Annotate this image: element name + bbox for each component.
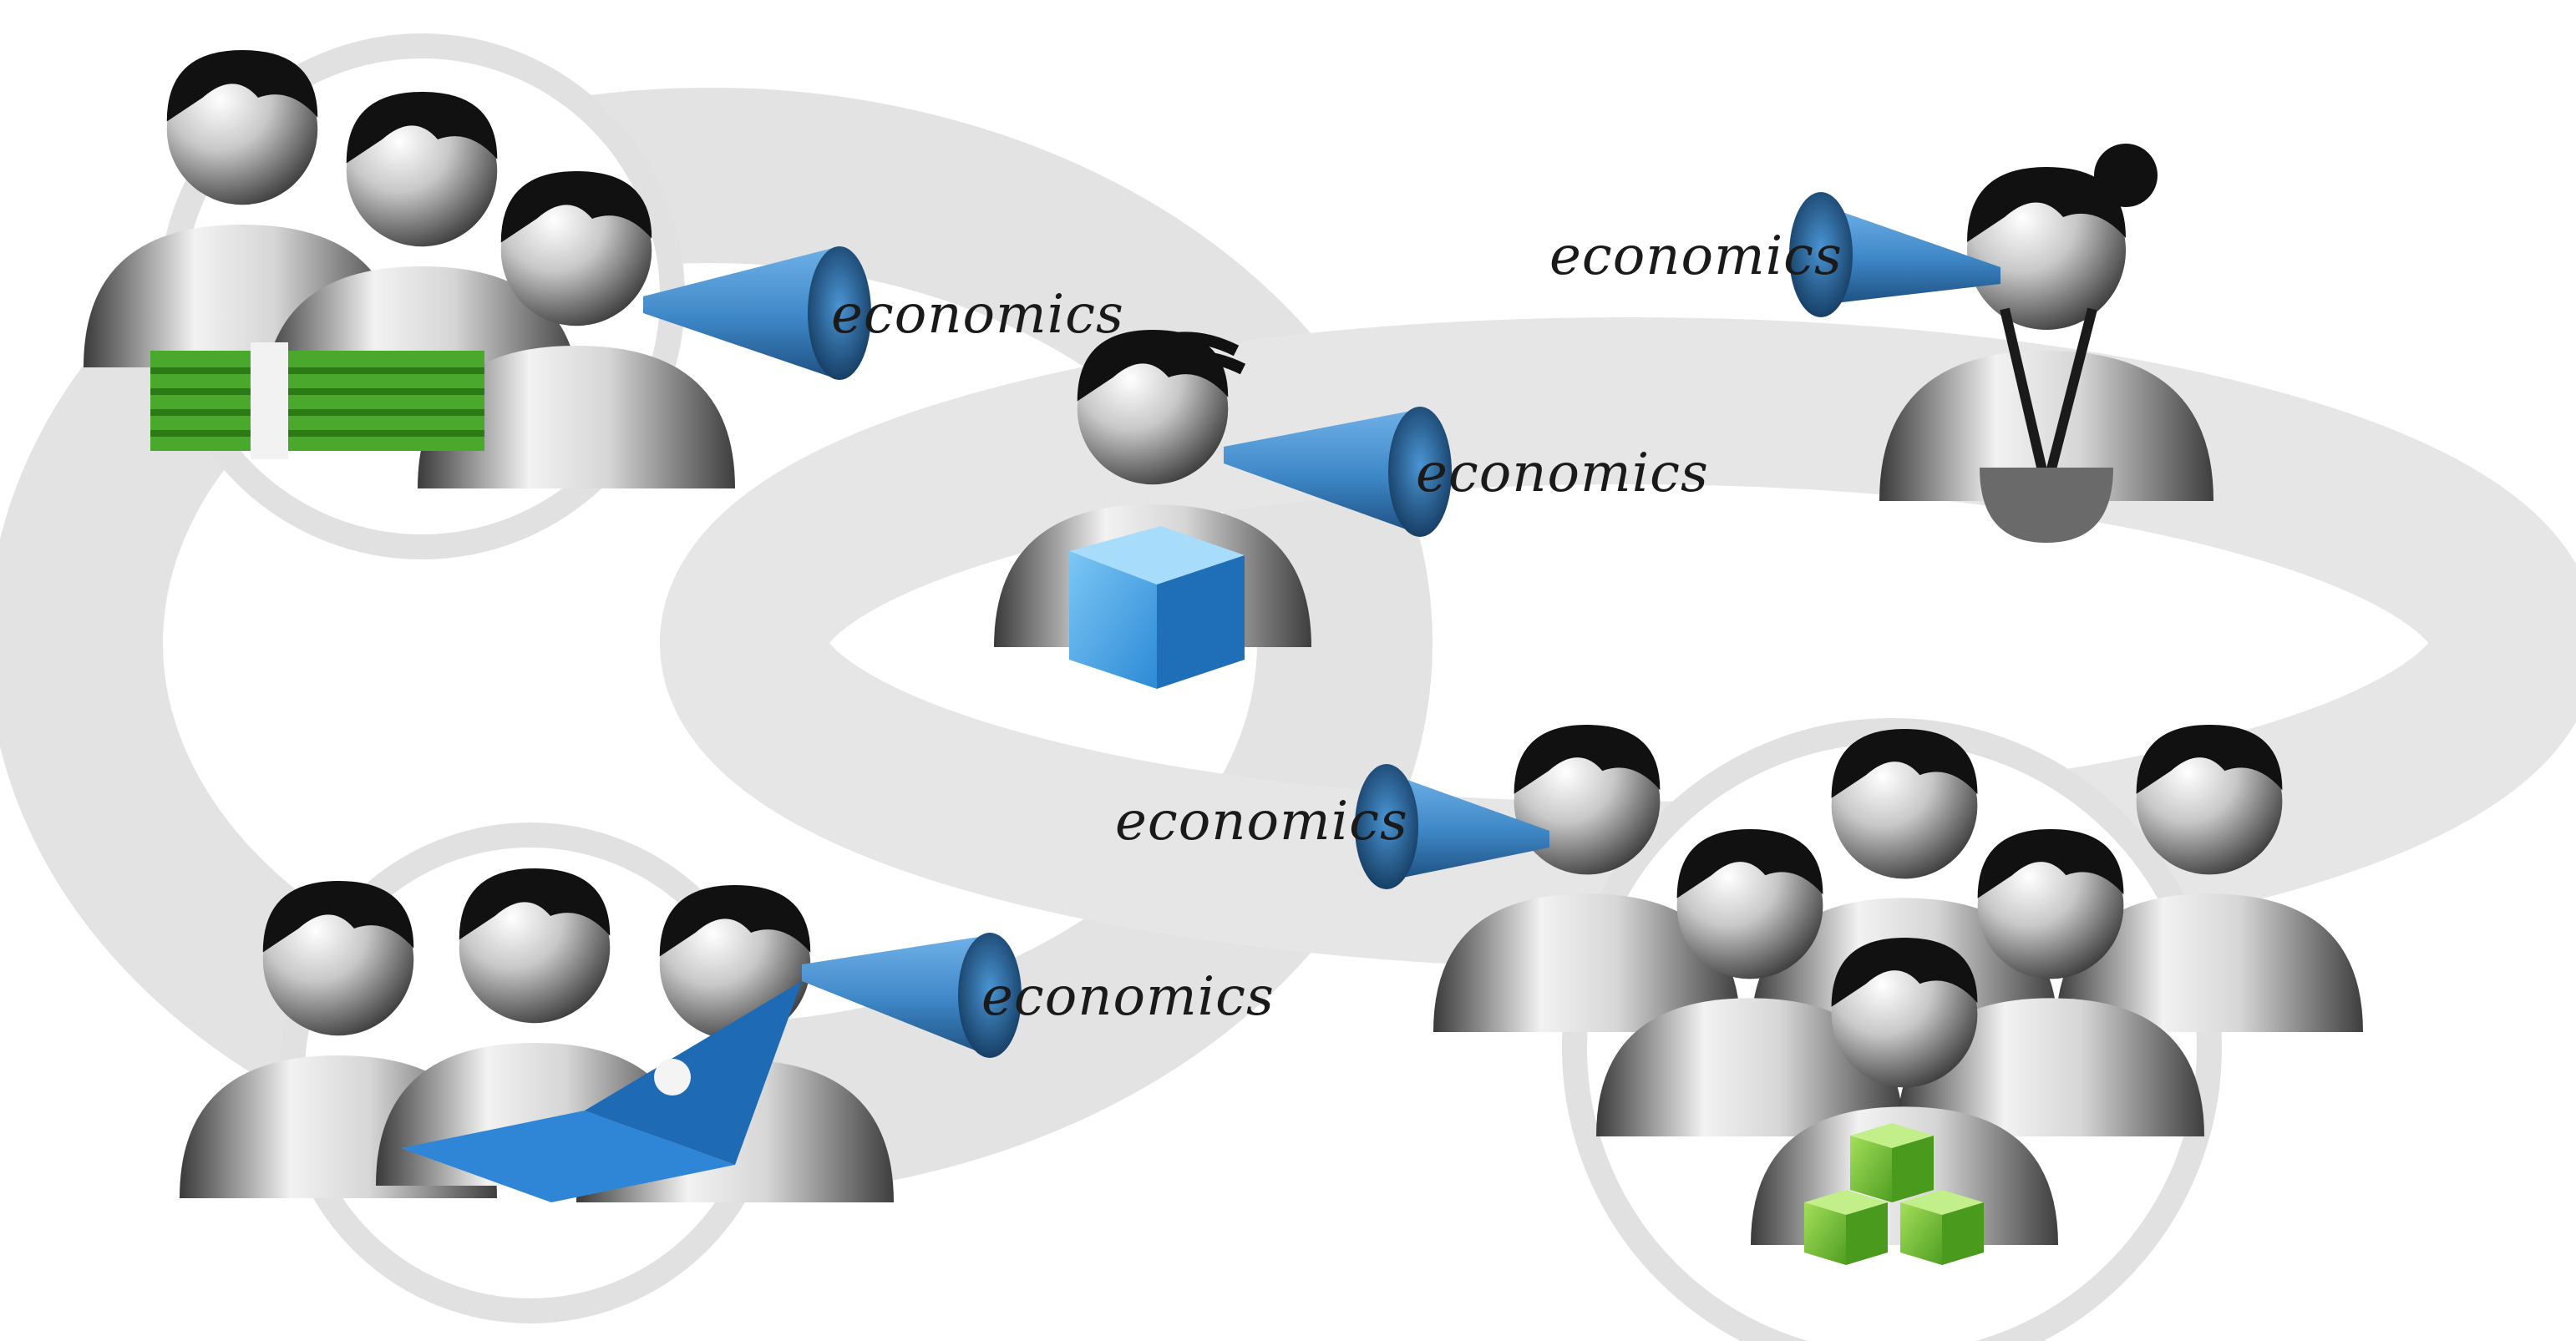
megaphone-icon — [802, 933, 1022, 1058]
megaphone-icon — [1224, 407, 1452, 537]
group-top-left: economics — [83, 49, 1124, 488]
economics-label: economics — [1115, 791, 1408, 853]
hair-lines-icon — [1154, 331, 1246, 375]
green-cubes-icon — [1804, 1123, 1984, 1265]
megaphone-icon — [1355, 764, 1549, 889]
economics-label: economics — [1549, 225, 1843, 287]
group-bottom-left: economics — [179, 868, 1275, 1202]
economics-label: economics — [1416, 443, 1709, 504]
group-bottom-right: economics — [1115, 725, 2363, 1265]
lanyard-badge-icon — [1980, 307, 2113, 543]
economics-label: economics — [831, 284, 1124, 346]
group-center: economics — [994, 330, 1709, 689]
laptop-icon — [401, 981, 802, 1202]
economics-label: economics — [981, 966, 1275, 1028]
cash-stack-icon — [150, 342, 484, 459]
megaphone-icon — [1789, 192, 2000, 317]
blue-cube-icon — [1069, 526, 1245, 689]
hair-bun-icon — [2094, 144, 2158, 207]
megaphone-icon — [643, 246, 871, 380]
group-top-right: economics — [1549, 144, 2213, 543]
